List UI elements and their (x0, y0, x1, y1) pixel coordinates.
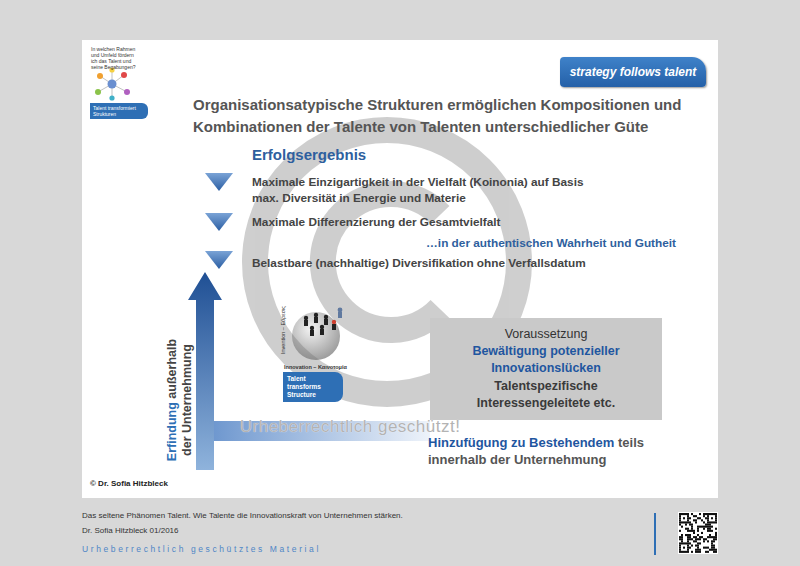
addition-label: Hinzufügung zu Bestehendem teils innerha… (428, 434, 683, 468)
footer-divider (654, 513, 656, 555)
node-text: Voraussetzung (440, 326, 652, 343)
greek-label: Innovation – Καινοτομία (284, 364, 347, 370)
result-text: Maximale Differenzierung der Gesamtvielf… (252, 215, 597, 229)
addition-emphasis: Hinzufügung zu Bestehendem (428, 435, 614, 450)
invention-word: Erfindung (165, 402, 179, 461)
prerequisite-box: VoraussetzungBewältigung potenzieller In… (430, 318, 662, 420)
watermark-text: Urheberrechtlich geschützt! (240, 417, 460, 437)
qr-code (678, 512, 718, 554)
result-triangles (205, 173, 233, 269)
result-text: Maximale Einzigartigkeit in der Vielfalt… (252, 174, 597, 206)
thumbnail-question: In welchen Rahmen und Umfeld fördern ich… (91, 46, 141, 70)
footer-copyright: Urheberrechtlich geschütztes Material (82, 544, 321, 554)
section-heading: Erfolgsergebnis (252, 146, 366, 163)
node-text: strategy follows talent (566, 65, 700, 79)
node-subtext: Bewältigung potenzieller Innovationslück… (440, 343, 652, 377)
greek-label: Invention – Εὕρεσις (280, 290, 286, 370)
node-text: Talent transforms Structure (287, 375, 339, 399)
invention-label: Erfindung außerhalb der Unternehmung (165, 333, 195, 467)
footer-author: Dr. Sofia Hitzbleck 01/2016 (82, 526, 179, 535)
thumbnail-diagram (95, 67, 130, 100)
thumbnail-box: Talent transformiert Strukturen (90, 103, 148, 119)
strategy-banner: strategy follows talent (560, 57, 706, 87)
result-emphasis: …in der authentischen Wahrheit und Guthe… (380, 236, 676, 250)
node-subtext: Talentspezifische Interessengeleitete et… (440, 378, 652, 412)
result-text: Belastbare (nachhaltige) Diversifikation… (252, 256, 672, 270)
slide-title: Organisationsatypische Strukturen ermögl… (193, 94, 713, 138)
footer-caption: Das seltene Phänomen Talent. Wie Talente… (82, 511, 642, 520)
copyright-note: © Dr. Sofia Hitzbleck (90, 479, 168, 488)
talent-box: Talent transforms Structure (283, 372, 343, 402)
node-text: Talent transformiert Strukturen (93, 105, 145, 117)
